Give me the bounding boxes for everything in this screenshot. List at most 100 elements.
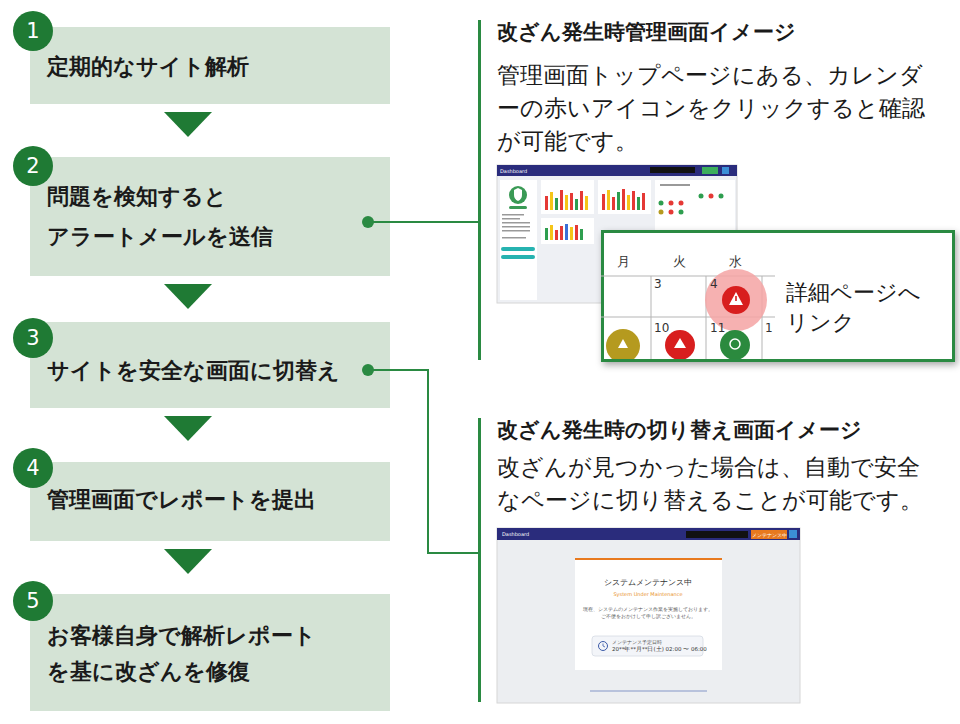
callout-number: 3 xyxy=(13,318,53,358)
clock-hands xyxy=(603,644,605,648)
connector-group xyxy=(362,216,480,228)
node-text: サイトを安全な画面に切替え xyxy=(47,352,377,390)
warning-symbol xyxy=(674,338,686,348)
day-dot xyxy=(709,194,714,199)
bar xyxy=(570,193,573,210)
bar xyxy=(575,199,578,210)
bar xyxy=(575,225,578,240)
day-dot xyxy=(699,194,704,199)
calendar-label: 1 xyxy=(765,322,773,334)
bar xyxy=(612,197,615,210)
number-circle-shape xyxy=(13,318,53,358)
step-number: 4 xyxy=(13,448,53,488)
warning-mark xyxy=(735,296,737,301)
bar-chart xyxy=(545,190,588,210)
bar xyxy=(607,190,610,210)
chart-panel xyxy=(541,180,594,214)
top-button xyxy=(702,167,718,174)
status-button xyxy=(751,530,787,539)
day-dot xyxy=(679,201,684,206)
calendar-grid xyxy=(601,269,775,359)
text-line xyxy=(502,237,526,239)
process-box: サイトを安全な画面に切替え3 xyxy=(30,322,390,408)
node-text: 改ざんが見つかった場合は、自動で安全なページに切り替えることが可能です。 xyxy=(497,451,942,517)
calendar-label: 11 xyxy=(710,322,725,334)
bar xyxy=(580,229,583,240)
calendar-label: 4 xyxy=(710,278,718,290)
connector-group xyxy=(164,416,212,441)
callout-number: 5 xyxy=(13,581,53,621)
shield-icon xyxy=(514,188,522,201)
text-line xyxy=(660,184,690,186)
maintenance-screenshot xyxy=(497,528,800,703)
day-dot xyxy=(679,210,684,215)
bar xyxy=(637,197,640,210)
bar xyxy=(545,228,548,240)
ok-symbol xyxy=(730,339,740,349)
flow-arrow xyxy=(164,112,212,137)
card-accent xyxy=(575,558,722,560)
bar xyxy=(580,191,583,210)
grid-line xyxy=(762,276,763,359)
calendar-label: 火 xyxy=(673,255,686,268)
process-box: 定期的なサイト解析1 xyxy=(30,27,390,104)
number-circle xyxy=(13,146,53,186)
calendar-panel xyxy=(655,180,735,240)
connector-group xyxy=(362,364,480,553)
number-circle-shape xyxy=(13,448,53,488)
screen-text: システムメンテナンス中 xyxy=(604,579,692,587)
bar xyxy=(560,226,563,240)
number-circle-shape xyxy=(13,146,53,186)
status-pill xyxy=(509,206,527,209)
step-number: 3 xyxy=(13,318,53,358)
number-circle-shape xyxy=(13,581,53,621)
day-dot xyxy=(669,210,674,215)
node-text: 問題を検知すると アラートメールを送信 xyxy=(47,177,307,257)
calendar-dots xyxy=(659,184,724,215)
text-line xyxy=(502,230,530,232)
chart-panel xyxy=(598,180,651,214)
clock-icon xyxy=(599,642,608,651)
panel-heading: 改ざん発生時の切り替え画面イメージ xyxy=(497,416,937,444)
screen-text: メンテナンス中 xyxy=(752,532,787,537)
status-icon xyxy=(665,330,695,359)
bar xyxy=(550,225,553,240)
flow-arrow xyxy=(164,416,212,441)
step-number: 1 xyxy=(13,11,53,51)
bar xyxy=(585,196,588,210)
bar xyxy=(622,189,625,210)
callout-number: 2 xyxy=(13,146,53,186)
text-line xyxy=(502,218,520,220)
node-text: 管理画面でレポートを提出 xyxy=(47,481,377,519)
warning-symbol xyxy=(618,339,628,348)
grid-line xyxy=(651,276,652,359)
footer-text xyxy=(590,690,707,692)
callout-number: 1 xyxy=(13,11,53,51)
bar xyxy=(627,195,630,210)
number-circle xyxy=(13,581,53,621)
connector-group xyxy=(164,549,212,574)
bar xyxy=(560,190,563,210)
leader-line xyxy=(368,370,480,553)
screen-text: System Under Maintenance xyxy=(613,592,682,597)
calendar-label: 10 xyxy=(654,322,669,334)
bar xyxy=(555,198,558,210)
screen-text: Dashboard xyxy=(500,168,527,173)
connector-dot xyxy=(362,364,374,376)
screen-text: メンテナンス予定日時 xyxy=(612,640,662,645)
flow-arrow xyxy=(164,549,212,574)
screen-text: 20**年**月**日(土) 02:00 〜 06:00 xyxy=(612,647,707,653)
bar xyxy=(632,191,635,210)
bar xyxy=(570,227,573,240)
schedule-box xyxy=(592,636,703,656)
top-bar xyxy=(497,165,737,176)
notice-card xyxy=(575,558,722,670)
screen-bg xyxy=(497,165,737,303)
bar xyxy=(617,192,620,210)
leader-line xyxy=(368,221,480,223)
top-bar xyxy=(497,528,800,540)
node-text: 管理画面トップページにある、カレンダーの赤いアイコンをクリックすると確認が可能で… xyxy=(497,59,942,158)
